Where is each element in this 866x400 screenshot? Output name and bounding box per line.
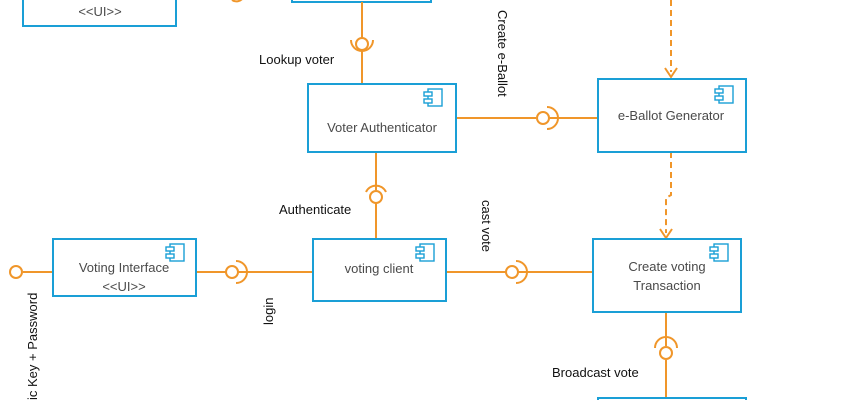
eballot-generator-label: e-Ballot Generator bbox=[618, 108, 725, 123]
lookup-voter-label: Lookup voter bbox=[259, 52, 335, 67]
broadcast-lollipop-icon bbox=[659, 346, 673, 360]
create-voting-transaction-component: Create voting Transaction bbox=[592, 238, 742, 313]
component-icon bbox=[709, 243, 729, 262]
voter-authenticator-component: Voter Authenticator bbox=[307, 83, 457, 153]
top-partial-socket bbox=[231, 0, 243, 3]
broadcast-socket-icon bbox=[654, 336, 678, 349]
dependency-arrowhead-eballot bbox=[664, 67, 678, 79]
authenticate-label: Authenticate bbox=[279, 202, 351, 217]
dependency-into-transaction bbox=[665, 152, 672, 233]
top-left-ui-stereotype: <<UI>> bbox=[78, 4, 121, 19]
cast-vote-label: cast vote bbox=[479, 200, 494, 252]
voting-client-label: voting client bbox=[345, 261, 414, 276]
component-icon bbox=[165, 243, 185, 262]
public-key-password-label: ic Key + Password bbox=[25, 293, 40, 400]
authenticate-lollipop-icon bbox=[369, 190, 383, 204]
create-eballot-lollipop-icon bbox=[536, 111, 550, 125]
voting-interface-component: Voting Interface <<UI>> bbox=[52, 238, 197, 297]
voter-authenticator-label: Voter Authenticator bbox=[327, 120, 438, 135]
cast-vote-socket-icon bbox=[515, 260, 528, 284]
voting-interface-stereotype: <<UI>> bbox=[102, 279, 145, 294]
authenticate-socket-icon bbox=[365, 184, 387, 193]
login-label: login bbox=[261, 298, 276, 325]
create-eballot-socket-icon bbox=[546, 106, 559, 130]
eballot-generator-component: e-Ballot Generator bbox=[597, 78, 747, 153]
voting-interface-label: Voting Interface bbox=[79, 260, 169, 275]
top-left-ui-component: <<UI>> bbox=[22, 0, 177, 27]
bottom-partial-component bbox=[597, 397, 747, 400]
login-socket-icon bbox=[235, 260, 248, 284]
password-endpoint-icon bbox=[9, 265, 23, 279]
lookup-voter-lollipop-icon bbox=[355, 37, 369, 51]
lookup-voter-socket-icon bbox=[350, 39, 374, 52]
top-center-component bbox=[291, 0, 432, 3]
component-icon bbox=[415, 243, 435, 262]
create-eballot-label: Create e-Ballot bbox=[495, 10, 510, 97]
broadcast-vote-label: Broadcast vote bbox=[552, 365, 639, 380]
create-voting-transaction-label-line2: Transaction bbox=[633, 278, 700, 293]
component-icon bbox=[423, 88, 443, 107]
component-icon bbox=[714, 85, 734, 104]
login-lollipop-icon bbox=[225, 265, 239, 279]
voting-client-component: voting client bbox=[312, 238, 447, 302]
cast-vote-lollipop-icon bbox=[505, 265, 519, 279]
create-voting-transaction-label-line1: Create voting bbox=[628, 259, 705, 274]
